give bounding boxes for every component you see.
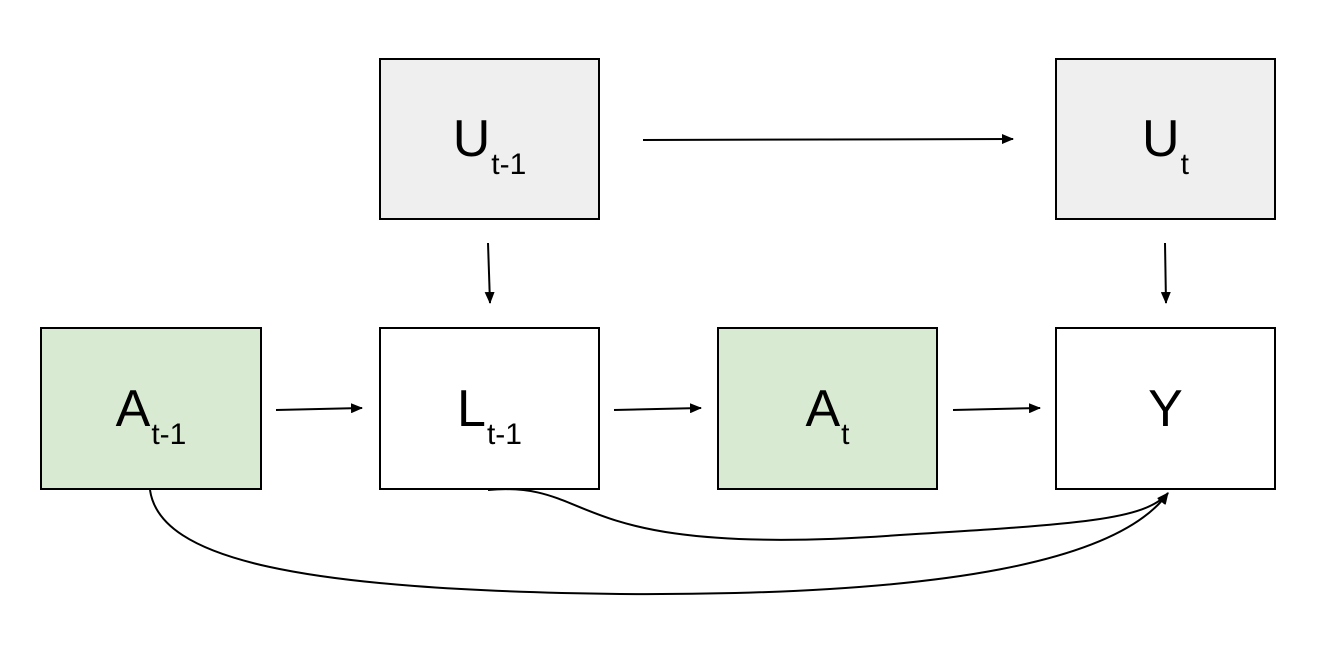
node-a-prev-subscript: t-1 bbox=[151, 417, 187, 451]
node-l-prev-label: L bbox=[457, 379, 486, 438]
node-l-prev-subscript: t-1 bbox=[486, 417, 522, 451]
edge-u-prev-to-l-prev bbox=[484, 242, 495, 304]
node-a-curr-label: A bbox=[805, 379, 841, 438]
node-y-label: Y bbox=[1148, 379, 1183, 438]
edge-a-prev-to-y bbox=[149, 489, 1169, 596]
node-a-prev-label: A bbox=[115, 379, 151, 438]
edge-a-curr-to-y bbox=[952, 403, 1041, 414]
node-y: Y bbox=[1055, 327, 1276, 490]
edge-l-prev-to-y bbox=[487, 488, 1169, 541]
node-u-curr-subscript: t bbox=[1180, 148, 1189, 181]
node-u-curr-label: U bbox=[1142, 110, 1180, 168]
node-a-curr-subscript: t bbox=[841, 417, 850, 451]
edge-l-prev-to-a-curr bbox=[613, 403, 702, 414]
edge-a-prev-to-l-prev bbox=[275, 403, 363, 414]
node-u-prev-subscript: t-1 bbox=[491, 148, 527, 181]
edge-u-prev-to-u-curr bbox=[642, 134, 1014, 145]
node-u-prev-label: U bbox=[452, 110, 491, 168]
edge-u-curr-to-y bbox=[1160, 242, 1171, 304]
